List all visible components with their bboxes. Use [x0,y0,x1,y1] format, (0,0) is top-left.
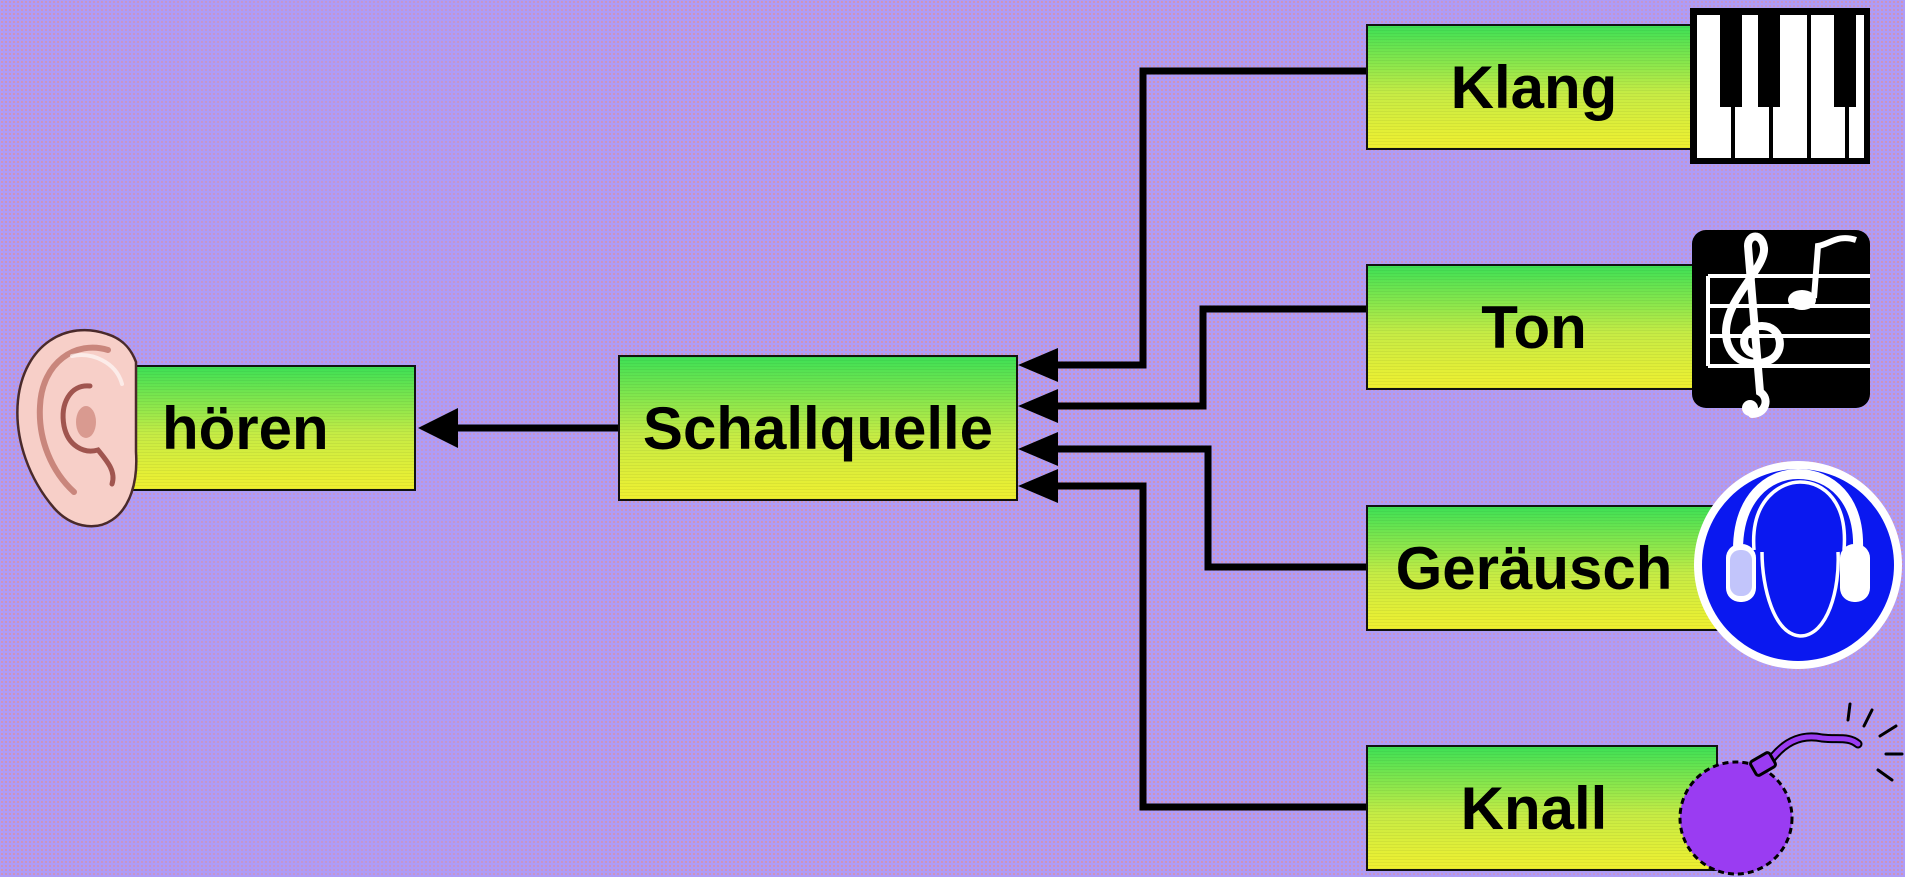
hearing-protection-icon [1694,461,1902,669]
node-knall: Knall [1366,745,1718,871]
node-ton-label: Ton [1481,293,1587,361]
node-hoeren: hören [118,365,416,491]
node-hoeren-label: hören [162,394,329,462]
node-geraeusch: Geräusch [1366,505,1718,631]
ear-icon [16,328,138,528]
node-schallquelle-label: Schallquelle [642,394,994,462]
node-knall-label: Knall [1460,774,1608,842]
connector-knall [1055,482,1368,811]
node-geraeusch-label: Geräusch [1395,534,1673,602]
connector-geraeusch [1055,445,1368,571]
piano-keys-icon [1690,8,1870,164]
connector-klang [1055,67,1368,369]
node-klang-label: Klang [1450,53,1618,121]
arrowhead-hoeren [418,408,458,448]
node-schallquelle: Schallquelle [618,355,1018,501]
connector-ton [1055,305,1368,410]
bomb-icon [1678,702,1904,876]
music-notation-icon [1692,230,1870,418]
node-klang: Klang [1366,24,1718,150]
arrowhead-ton [1018,389,1058,423]
arrowhead-klang [1018,348,1058,382]
arrowhead-geraeusch [1018,432,1058,466]
arrowhead-knall [1018,469,1058,503]
node-ton: Ton [1366,264,1718,390]
